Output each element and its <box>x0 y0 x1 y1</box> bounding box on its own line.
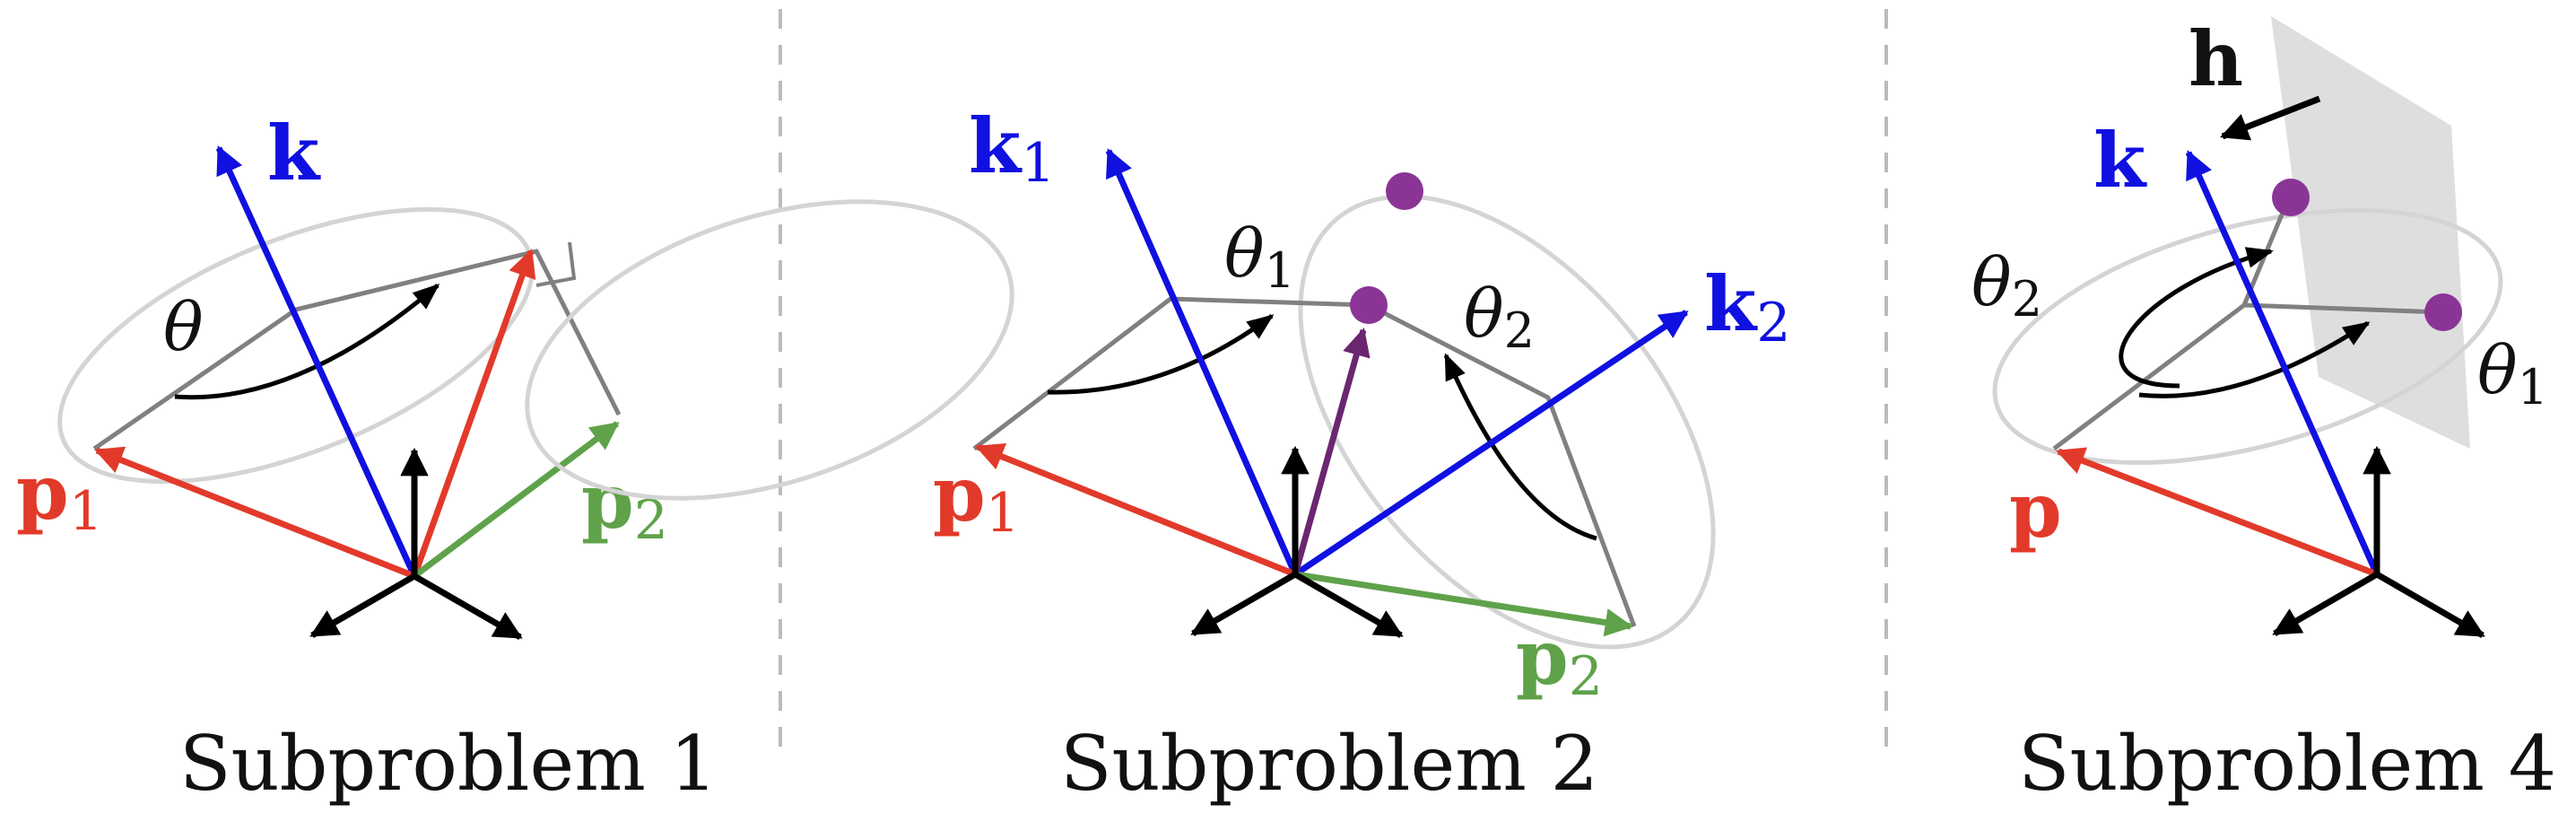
label-theta1: θ1 <box>1224 215 1295 299</box>
coordinate-axes <box>2272 445 2485 639</box>
theta1-arc-arrow <box>2138 320 2371 398</box>
panel-subproblem-4: h k θ2 θ1 p Subproblem 4 <box>1971 14 2556 808</box>
solution-point-1 <box>2272 179 2310 216</box>
panel-subproblem-2: k1 k2 θ1 θ2 p1 p2 Subproblem 2 <box>525 101 1790 808</box>
label-theta2: θ2 <box>1971 244 2042 328</box>
coordinate-axes <box>1190 445 1404 639</box>
theta2-arc-arrow <box>2119 247 2274 389</box>
vector-p1 <box>975 442 1297 578</box>
panel-subproblem-1: k θ p1 p2 Subproblem 1 <box>16 109 718 808</box>
label-p: p <box>2009 466 2062 555</box>
construction-lines-k2 <box>1367 302 1637 627</box>
vector-k2 <box>1293 310 1689 577</box>
label-k1: k1 <box>969 101 1055 195</box>
construction-lines <box>92 249 622 451</box>
vector-h <box>2220 95 2321 141</box>
label-h: h <box>2189 14 2243 103</box>
vector-k <box>2185 150 2380 576</box>
label-theta: θ <box>163 289 204 366</box>
label-k2: k2 <box>1704 259 1790 354</box>
constraint-plane <box>2271 16 2470 449</box>
vector-k1 <box>1105 148 1299 576</box>
rotation-circle <box>57 206 535 485</box>
vector-p2 <box>1294 571 1634 637</box>
vector-p <box>2056 447 2379 578</box>
label-p2: p2 <box>1516 613 1603 708</box>
label-k: k <box>267 109 321 197</box>
theta-arc-arrow <box>174 284 440 400</box>
vector-p2 <box>411 249 536 578</box>
rotation-circle-k1 <box>525 199 1014 501</box>
label-p1: p1 <box>933 450 1020 545</box>
solution-point-1 <box>1350 286 1388 324</box>
vector-k <box>215 145 418 578</box>
right-angle-marker <box>535 241 577 287</box>
vector-p1 <box>94 446 416 580</box>
vector-p2-green <box>412 421 620 579</box>
solution-point-2 <box>2424 293 2462 331</box>
label-k: k <box>2093 116 2147 205</box>
label-p2: p2 <box>581 457 668 552</box>
solution-point-2 <box>1386 172 1423 210</box>
solution-vector <box>1292 327 1371 575</box>
caption-2: Subproblem 2 <box>1060 720 1598 808</box>
label-p1: p1 <box>16 448 103 543</box>
caption-1: Subproblem 1 <box>179 720 718 808</box>
label-theta1: θ1 <box>2477 332 2548 415</box>
rotation-circle-k2 <box>1298 194 1716 650</box>
coordinate-axes <box>309 447 523 641</box>
caption-4: Subproblem 4 <box>2018 720 2556 808</box>
theta2-arc-arrow <box>1443 353 1597 541</box>
theta1-arc-arrow <box>1047 313 1275 395</box>
rotation-circle <box>1992 207 2503 466</box>
label-theta2: θ2 <box>1464 275 1535 359</box>
